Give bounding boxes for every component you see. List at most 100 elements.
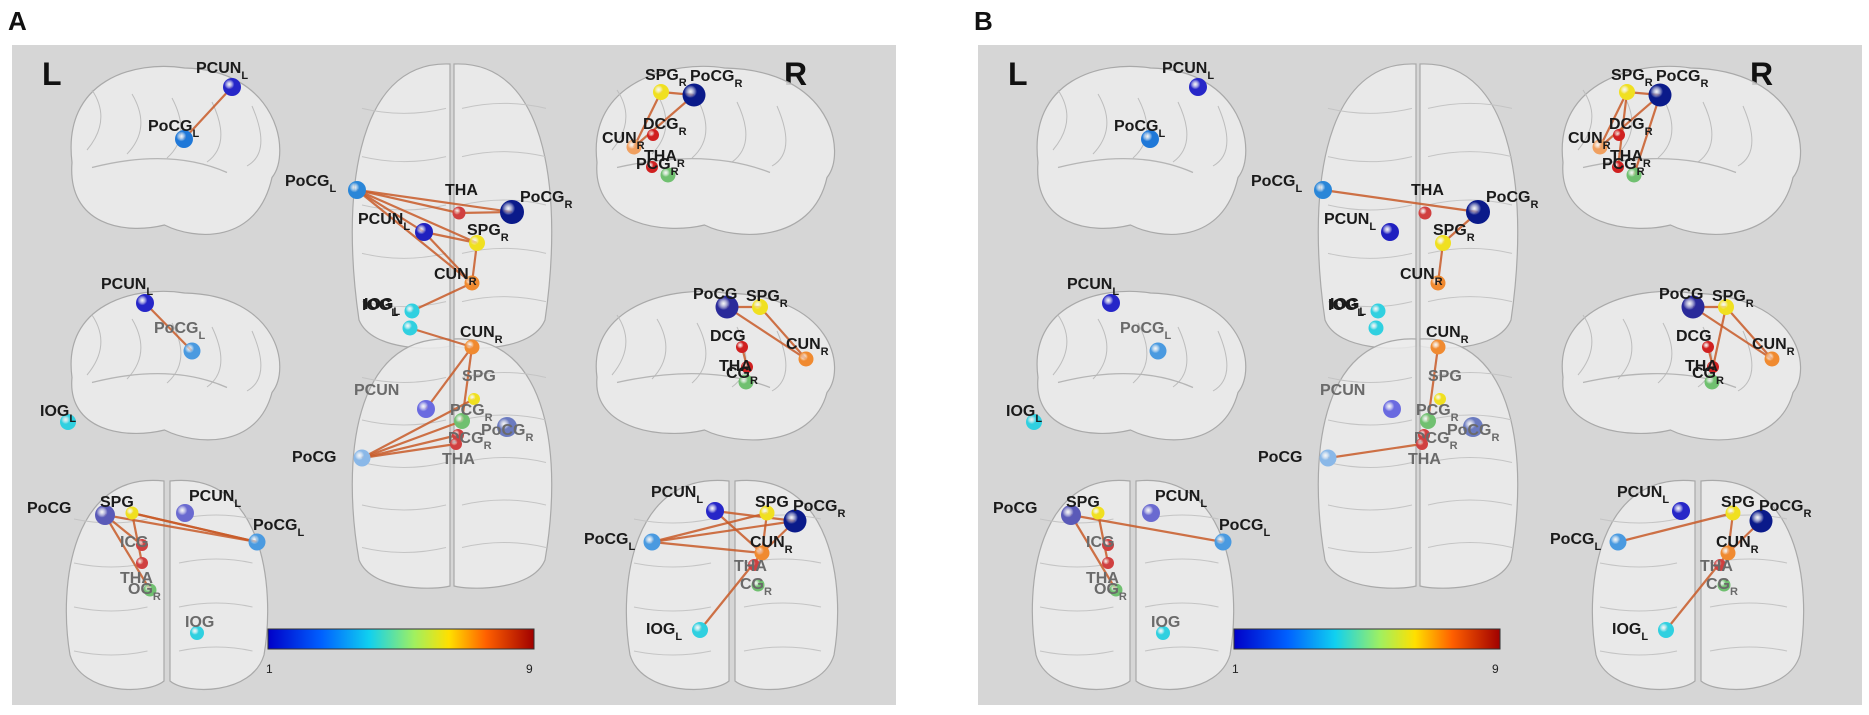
node-label: PoCG	[993, 500, 1037, 517]
node-sphere	[1672, 502, 1690, 520]
node-sphere	[136, 294, 154, 312]
node-cun: CUNR	[602, 130, 645, 155]
left_lateral-brain-outline	[70, 65, 281, 235]
network-edge	[356, 189, 473, 284]
node-sphere	[1466, 200, 1490, 224]
node-cun: CUNR	[1716, 534, 1759, 561]
node-pcun: PCUNL	[176, 488, 241, 522]
node-dcg: DCG	[710, 328, 748, 353]
node-sphere	[1319, 449, 1337, 467]
node-sphere	[1370, 303, 1386, 319]
right_medial-brain-outline	[1561, 290, 1802, 441]
node-label: SPGR	[1433, 222, 1475, 244]
left-hemisphere-label: L	[1008, 56, 1028, 92]
network-edge	[1426, 346, 1440, 422]
network-edge	[1632, 94, 1662, 176]
node-label: SPG	[755, 494, 789, 511]
node-pocg: PoCGL	[248, 517, 304, 551]
node-label: PoCGL	[1550, 531, 1601, 553]
node-label: PoCGR	[1656, 68, 1708, 90]
node-label: PoCGL	[285, 173, 336, 195]
node-label: THA	[1411, 182, 1444, 199]
node-sphere	[1368, 320, 1384, 336]
node-sphere	[454, 413, 470, 429]
node-sphere	[1102, 557, 1114, 569]
node-sphere	[464, 339, 480, 355]
node-label: IOGL	[1612, 621, 1648, 643]
node-label: DCGR	[643, 116, 687, 138]
node-sphere	[1749, 509, 1773, 533]
left-hemisphere-label: L	[42, 56, 62, 92]
network-edge	[714, 509, 796, 523]
node-sphere	[468, 393, 480, 405]
node-sphere	[1026, 414, 1042, 430]
node-cun: CUNR	[1426, 324, 1469, 355]
node-pocg: PoCGL	[148, 118, 199, 148]
node-sphere	[748, 559, 760, 571]
node-label: SPGR	[645, 67, 687, 89]
node-sphere	[176, 504, 194, 522]
node-sphere	[1463, 417, 1483, 437]
node-pocg: PoCGL	[584, 531, 661, 553]
node-sphere	[1648, 83, 1672, 107]
node-label: PCGR	[636, 156, 679, 178]
node-label: CUNR	[434, 266, 477, 288]
node-sphere	[95, 505, 115, 525]
node-sphere	[751, 578, 765, 592]
node-pocg: PoCGL	[1120, 320, 1171, 360]
node-pcun: PCUNL	[1617, 484, 1690, 520]
node-label: PCUNL	[358, 211, 410, 233]
node-sphere	[715, 295, 739, 319]
node-tha: THA	[1408, 438, 1441, 468]
network-edge	[1327, 442, 1423, 460]
node-pocg: PoCGR	[1648, 68, 1708, 107]
node-cun: CUNR	[1752, 336, 1795, 367]
node-label: PoCGL	[1120, 320, 1171, 342]
node-pcun: PCUNL	[651, 484, 724, 520]
node-tha: THAR	[644, 148, 685, 173]
node-cun: CUNR	[750, 534, 793, 561]
node-pocg: PoCG	[993, 500, 1081, 525]
node-sphere	[223, 78, 241, 96]
node-pocg: PoCGR	[1447, 417, 1499, 444]
node-sphere	[450, 438, 462, 450]
network-edge	[1725, 306, 1773, 360]
network-edge	[356, 188, 478, 245]
node-sphere	[1592, 139, 1608, 155]
node-sphere	[175, 130, 193, 148]
node-label: THA	[1700, 558, 1733, 575]
top_axial-edges	[356, 188, 513, 312]
network-edge	[759, 306, 807, 360]
node-label: PoCG	[1258, 449, 1302, 466]
node-tha: THA	[1086, 557, 1119, 587]
network-edge	[423, 231, 473, 284]
node-label: THAR	[1610, 148, 1651, 170]
node-sphere	[1418, 206, 1432, 220]
node-label: PoCGL	[253, 517, 304, 539]
node-sphere	[1626, 167, 1642, 183]
node-sphere	[752, 299, 768, 315]
node-label: PoCG	[27, 500, 71, 517]
node-label: PoCGL	[584, 531, 635, 553]
node-sphere	[706, 502, 724, 520]
node-sphere	[1418, 429, 1430, 441]
node-sphere	[190, 626, 204, 640]
node-pcun: PCUNL	[1067, 276, 1120, 312]
node-sphere	[1091, 506, 1105, 520]
node-iog: IOGL	[362, 297, 418, 336]
node-label: PoCGR	[1486, 189, 1538, 211]
right_lateral-brain-outline	[595, 65, 836, 235]
node-label: THAR	[644, 148, 685, 170]
node-sphere	[646, 161, 658, 173]
node-pcun: PCUNL	[358, 211, 433, 241]
node-pcun: PCUN	[354, 382, 435, 418]
node-label: IOG	[185, 614, 214, 631]
network-edge	[1617, 511, 1734, 544]
bottom_axial-edges	[1327, 346, 1440, 460]
node-label: SPG	[1428, 368, 1462, 385]
node-label: PoCG	[292, 449, 336, 466]
node-label: PCUNL	[1067, 276, 1119, 298]
network-edge	[361, 419, 463, 460]
